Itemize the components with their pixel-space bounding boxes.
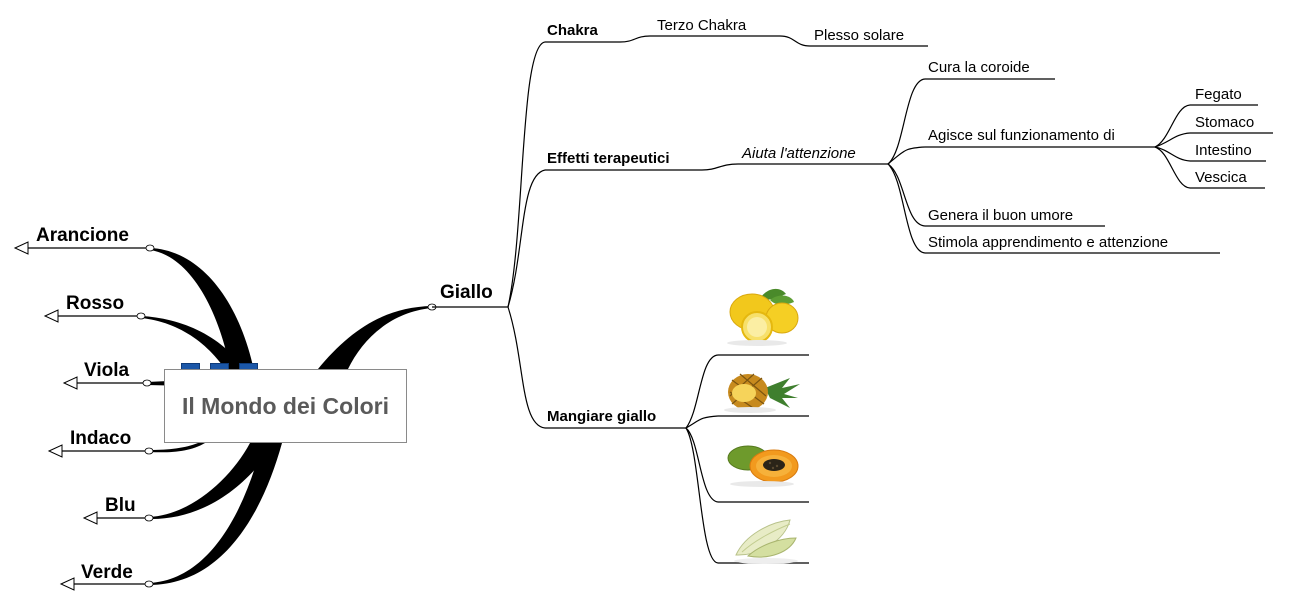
trunk-arancione bbox=[150, 248, 255, 378]
topic-terzo-chakra[interactable]: Terzo Chakra bbox=[657, 17, 747, 34]
link-umore bbox=[887, 163, 926, 227]
link-aiuta bbox=[701, 163, 739, 171]
trunk-blu bbox=[149, 443, 275, 520]
papaya-image bbox=[727, 445, 799, 487]
knob-blu[interactable] bbox=[144, 514, 154, 522]
link-stomaco bbox=[1154, 132, 1191, 148]
knob-verde[interactable] bbox=[144, 580, 154, 588]
arrow-indaco[interactable] bbox=[47, 444, 63, 458]
link-plesso bbox=[779, 35, 811, 47]
topic-mangiare-giallo[interactable]: Mangiare giallo bbox=[547, 408, 657, 425]
arrow-arancione[interactable] bbox=[13, 241, 29, 255]
link-agisce bbox=[887, 146, 926, 165]
topic-buon-umore[interactable]: Genera il buon umore bbox=[928, 207, 1074, 224]
link-food-3 bbox=[685, 427, 719, 503]
topic-vescica[interactable]: Vescica bbox=[1195, 169, 1247, 186]
topic-fegato[interactable]: Fegato bbox=[1195, 86, 1242, 103]
topic-stimola[interactable]: Stimola apprendimento e attenzione bbox=[928, 234, 1169, 251]
left-underlines bbox=[28, 247, 150, 585]
topic-plesso-solare[interactable]: Plesso solare bbox=[814, 27, 905, 44]
link-mangiare bbox=[507, 306, 546, 429]
trunk-indaco bbox=[149, 443, 205, 453]
arrow-rosso[interactable] bbox=[43, 309, 59, 323]
knob-indaco[interactable] bbox=[144, 447, 154, 455]
endive-image bbox=[734, 519, 798, 564]
right-connectors bbox=[432, 35, 1273, 564]
branch-blu[interactable]: Blu bbox=[105, 495, 136, 516]
knobs bbox=[136, 244, 437, 588]
topic-stomaco[interactable]: Stomaco bbox=[1195, 114, 1255, 131]
left-arrows bbox=[13, 241, 98, 591]
link-terzo bbox=[619, 35, 651, 43]
branch-rosso[interactable]: Rosso bbox=[66, 293, 125, 314]
lemon-image bbox=[727, 288, 799, 346]
link-stimola bbox=[887, 163, 926, 254]
arrow-blu[interactable] bbox=[82, 511, 98, 525]
arrow-verde[interactable] bbox=[59, 577, 75, 591]
knob-viola[interactable] bbox=[142, 379, 152, 387]
topic-agisce[interactable]: Agisce sul funzionamento di bbox=[928, 127, 1115, 144]
trunk-giallo bbox=[318, 306, 432, 369]
link-vescica bbox=[1154, 146, 1191, 189]
link-coroide bbox=[887, 78, 926, 165]
central-topic[interactable]: Il Mondo dei Colori bbox=[164, 369, 407, 443]
central-topic-title: Il Mondo dei Colori bbox=[182, 392, 389, 419]
trunk-verde bbox=[149, 443, 282, 585]
branch-giallo[interactable]: Giallo bbox=[440, 282, 493, 303]
branch-arancione[interactable]: Arancione bbox=[36, 225, 129, 246]
link-food-2 bbox=[685, 415, 719, 429]
knob-rosso[interactable] bbox=[136, 312, 146, 320]
link-intestino bbox=[1154, 146, 1191, 162]
link-fegato bbox=[1154, 104, 1191, 148]
topic-aiuta-attenzione[interactable]: Aiuta l'attenzione bbox=[742, 145, 856, 162]
topic-effetti-terapeutici[interactable]: Effetti terapeutici bbox=[547, 150, 670, 167]
link-food-1 bbox=[685, 354, 719, 429]
topic-intestino[interactable]: Intestino bbox=[1195, 142, 1252, 159]
link-chakra bbox=[507, 41, 546, 308]
topic-cura-coroide[interactable]: Cura la coroide bbox=[928, 59, 1030, 76]
link-food-4 bbox=[685, 427, 719, 564]
link-effetti bbox=[507, 169, 546, 308]
branch-viola[interactable]: Viola bbox=[84, 360, 130, 381]
knob-arancione[interactable] bbox=[145, 244, 155, 252]
arrow-viola[interactable] bbox=[62, 376, 78, 390]
branch-indaco[interactable]: Indaco bbox=[70, 428, 132, 449]
branch-verde[interactable]: Verde bbox=[81, 562, 133, 583]
topic-chakra[interactable]: Chakra bbox=[547, 22, 598, 39]
pineapple-image bbox=[724, 373, 800, 413]
